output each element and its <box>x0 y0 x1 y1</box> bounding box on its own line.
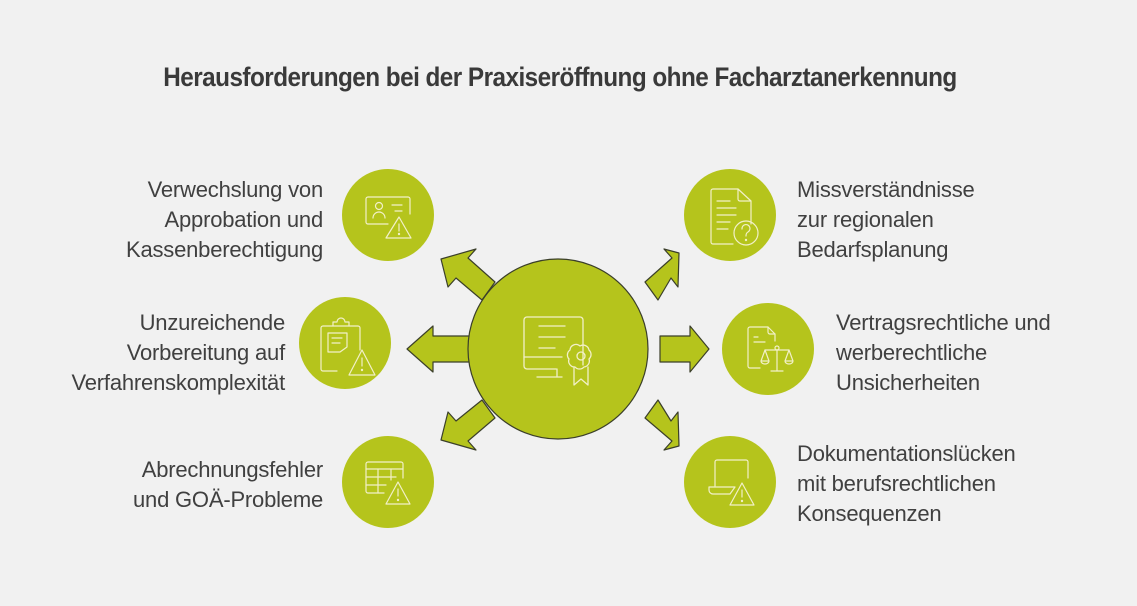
certificate-monitor-icon <box>523 316 592 386</box>
id-card-warning-icon <box>365 196 412 239</box>
item-label-4: Vertragsrechtliche und werberechtliche U… <box>836 308 1051 398</box>
label-line: Kassenberechtigung <box>126 237 323 262</box>
node-item-3 <box>684 169 776 261</box>
node-item-4 <box>722 303 814 395</box>
label-line: Verwechslung von <box>147 177 324 202</box>
item-label-2: Abrechnungsfehler und GOÄ-Probleme <box>133 455 323 515</box>
label-line: Unsicherheiten <box>836 370 980 395</box>
laptop-warning-icon <box>708 459 755 506</box>
document-question-icon <box>710 188 759 246</box>
arrows <box>406 248 710 451</box>
label-line: werberechtliche <box>836 340 988 365</box>
arrow-up-left <box>440 248 496 301</box>
node-item-1 <box>299 297 391 389</box>
arrow-right <box>659 325 710 373</box>
node-item-2 <box>342 436 434 528</box>
label-line: Abrechnungsfehler <box>141 457 323 482</box>
arrow-up-right <box>644 248 680 301</box>
label-line: und GOÄ-Probleme <box>133 487 323 512</box>
document-scales-icon <box>747 326 794 372</box>
label-line: Dokumentationslücken <box>797 441 1016 466</box>
label-line: zur regionalen <box>797 207 934 232</box>
node-item-0 <box>342 169 434 261</box>
label-line: Vertragsrechtliche und <box>836 310 1051 335</box>
label-line: Vorbereitung auf <box>126 340 285 365</box>
label-line: Bedarfsplanung <box>797 237 949 262</box>
arrow-down-left <box>440 399 496 451</box>
label-line: Konsequenzen <box>797 501 942 526</box>
center-node <box>467 258 649 440</box>
clipboard-warning-icon <box>320 317 376 376</box>
item-label-0: Verwechslung von Approbation und Kassenb… <box>126 175 323 265</box>
item-label-3: Missverständnisse zur regionalen Bedarfs… <box>797 175 975 265</box>
diagram-title: Herausforderungen bei der Praxiseröffnun… <box>163 62 957 92</box>
label-line: Missverständnisse <box>797 177 975 202</box>
node-item-5 <box>684 436 776 528</box>
label-line: mit berufsrechtlichen <box>797 471 996 496</box>
spreadsheet-warning-icon <box>365 461 411 505</box>
label-line: Approbation und <box>164 207 324 232</box>
item-label-1: Unzureichende Vorbereitung auf Verfahren… <box>71 308 286 398</box>
label-line: Unzureichende <box>139 310 286 335</box>
arrow-down-right <box>644 399 680 451</box>
label-line: Verfahrenskomplexität <box>71 370 286 395</box>
item-label-5: Dokumentationslücken mit berufsrechtlich… <box>797 439 1016 529</box>
